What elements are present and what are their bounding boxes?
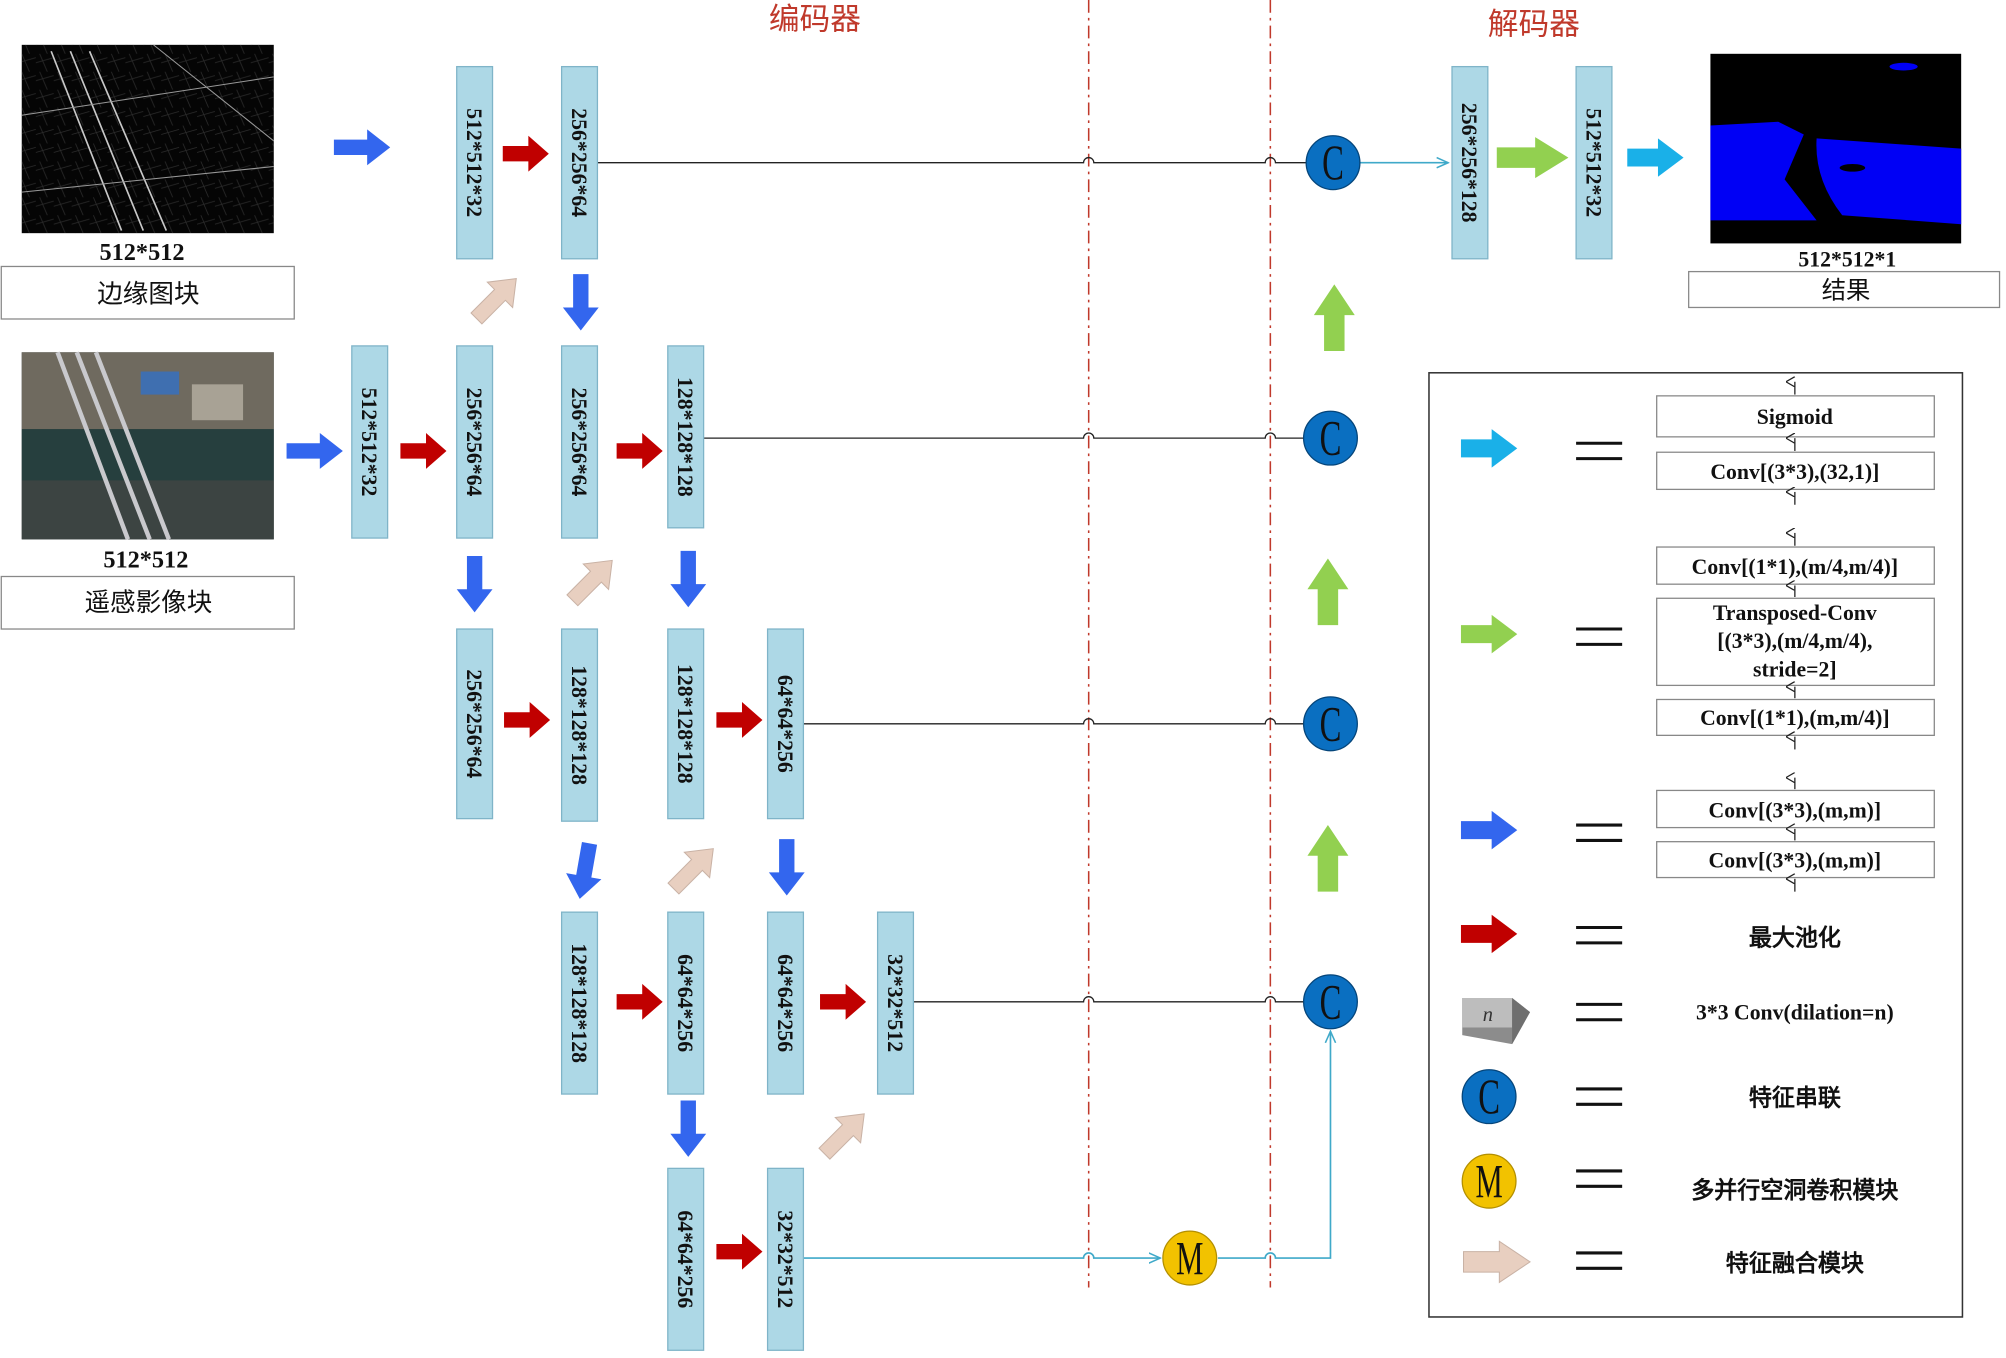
feature-block: 128*128*128 — [560, 911, 599, 1095]
concat-symbol: C — [1320, 974, 1342, 1030]
feature-block: 32*32*512 — [766, 1167, 805, 1351]
feature-block: 256*256*64 — [560, 65, 599, 260]
legend-transposed-stride: stride=2] — [1753, 657, 1837, 681]
remote-sensing-image — [21, 351, 274, 541]
feature-block: 32*32*512 — [876, 911, 915, 1095]
concat-node: C — [1302, 696, 1358, 753]
divider-lines — [1087, 0, 1272, 1288]
legend-module: 多并行空洞卷积模块 — [1691, 1177, 1899, 1204]
equals-sign — [1576, 925, 1623, 945]
result-size-label: 512*512*1 — [1798, 247, 1896, 271]
concat-nodes: C C C C — [1302, 135, 1361, 1030]
feature-block: 128*128*128 — [560, 628, 599, 822]
equals-sign — [1576, 441, 1623, 461]
feature-blocks: 512*512*32 256*256*64 512*512*32 256*256… — [351, 65, 1613, 1351]
rs-caption: 遥感影像块 — [84, 588, 212, 618]
result-caption: 结果 — [1822, 275, 1871, 304]
feature-block: 256*256*64 — [456, 628, 494, 820]
feature-label: 32*32*512 — [773, 1210, 797, 1308]
legend-conv-3x3-b: Conv[(3*3),(m,m)] — [1709, 848, 1882, 872]
feature-block: 512*512*32 — [1575, 65, 1613, 260]
feature-block: 128*128*128 — [667, 628, 705, 820]
feature-label: 512*512*32 — [1581, 108, 1605, 217]
feature-block: 64*64*256 — [667, 1167, 705, 1351]
edge-size-label: 512*512 — [99, 239, 184, 266]
equals-sign — [1576, 1087, 1623, 1106]
feature-block: 64*64*256 — [766, 911, 805, 1095]
decoder-header: 解码器 — [1488, 7, 1580, 43]
concat-symbol: C — [1322, 135, 1344, 191]
feature-block: 64*64*256 — [766, 628, 805, 820]
equals-sign — [1576, 823, 1623, 842]
legend-concat-symbol: C — [1478, 1069, 1500, 1125]
feature-label: 32*32*512 — [883, 954, 907, 1052]
feature-label: 512*512*32 — [462, 108, 486, 217]
dilated-conv-icon: n — [1462, 997, 1531, 1045]
legend: Sigmoid Conv[(3*3),(32,1)] Conv[(1*1),(m… — [1428, 372, 1964, 1318]
feature-label: 64*64*256 — [673, 954, 697, 1052]
legend-transposed-params: [(3*3),(m/4,m/4), — [1717, 629, 1872, 653]
edge-image — [21, 44, 275, 234]
equals-sign — [1576, 1002, 1623, 1022]
concat-node: C — [1305, 135, 1361, 191]
feature-block: 512*512*32 — [456, 65, 494, 260]
concat-symbol: C — [1320, 697, 1342, 753]
module-symbol: M — [1176, 1233, 1203, 1285]
feature-label: 128*128*128 — [673, 664, 697, 784]
feature-block: 128*128*128 — [667, 345, 705, 529]
equals-sign — [1576, 627, 1623, 646]
skip-connections — [597, 157, 1307, 1003]
feature-label: 256*256*64 — [462, 388, 486, 497]
feature-block: 256*256*64 — [560, 345, 599, 539]
legend-fusion: 特征融合模块 — [1726, 1250, 1865, 1277]
concat-symbol: C — [1320, 411, 1342, 467]
equals-sign — [1576, 1169, 1623, 1188]
feature-label: 256*256*64 — [567, 108, 591, 217]
legend-conv-3x3-a: Conv[(3*3),(m,m)] — [1709, 798, 1882, 822]
bottleneck-path — [803, 163, 1448, 1258]
feature-label: 512*512*32 — [357, 388, 381, 497]
equals-sign — [1576, 1251, 1623, 1270]
feature-label: 64*64*256 — [673, 1210, 697, 1308]
concat-node: C — [1302, 410, 1358, 467]
dilation-symbol: n — [1483, 1004, 1493, 1026]
feature-block: 512*512*32 — [351, 345, 389, 539]
encoder-header: 编码器 — [769, 1, 861, 37]
arrows — [286, 129, 1684, 1270]
feature-block: 256*256*128 — [1451, 65, 1489, 260]
legend-sigmoid: Sigmoid — [1757, 405, 1833, 429]
feature-block: 64*64*256 — [667, 911, 705, 1095]
legend-transposed-conv: Transposed-Conv — [1713, 601, 1877, 625]
feature-label: 256*256*64 — [567, 388, 591, 497]
legend-dilated-conv: 3*3 Conv(dilation=n) — [1696, 1001, 1894, 1025]
legend-concat: 特征串联 — [1749, 1086, 1841, 1112]
rs-size-label: 512*512 — [103, 547, 188, 574]
legend-conv-3x3-out: Conv[(3*3),(32,1)] — [1710, 460, 1879, 484]
legend-max-pooling: 最大池化 — [1749, 924, 1841, 951]
feature-block: 256*256*64 — [456, 345, 494, 539]
feature-label: 128*128*128 — [567, 665, 591, 785]
feature-label: 64*64*256 — [773, 675, 797, 773]
feature-label: 128*128*128 — [567, 943, 591, 1063]
legend-conv-1x1-b: Conv[(1*1),(m,m/4)] — [1700, 706, 1890, 730]
result-image — [1710, 53, 1962, 244]
feature-label: 256*256*128 — [1457, 103, 1481, 223]
feature-label: 256*256*64 — [462, 669, 486, 778]
legend-module-symbol: M — [1475, 1156, 1502, 1208]
feature-label: 64*64*256 — [773, 954, 797, 1052]
module-node: M — [1162, 1230, 1218, 1286]
concat-node: C — [1302, 974, 1358, 1030]
feature-label: 128*128*128 — [673, 377, 697, 497]
edge-caption: 边缘图块 — [97, 279, 199, 309]
legend-conv-1x1-a: Conv[(1*1),(m/4,m/4)] — [1692, 555, 1898, 579]
